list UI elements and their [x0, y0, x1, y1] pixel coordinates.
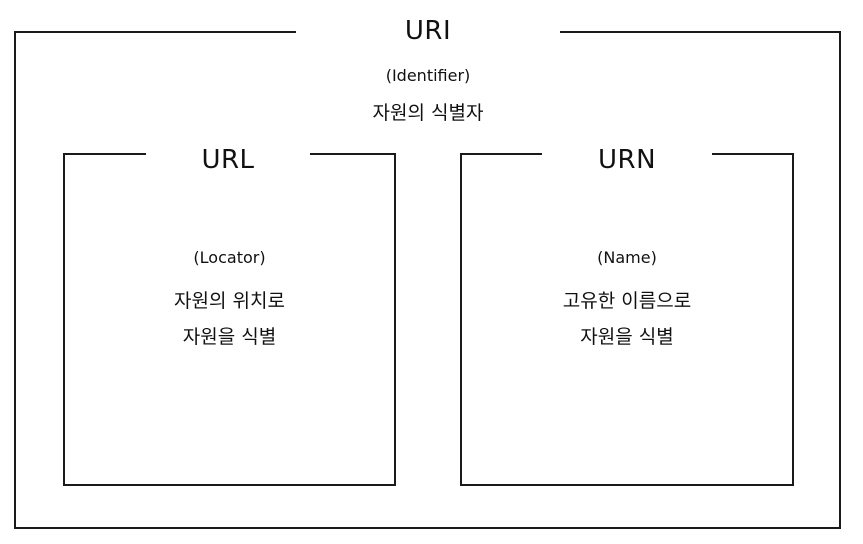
urn-description-line-1: 고유한 이름으로: [562, 290, 692, 312]
url-title: URL: [146, 138, 310, 186]
urn-box: [460, 153, 794, 486]
uri-description: 자원의 식별자: [372, 102, 484, 124]
urn-description-line-2: 자원을 식별: [580, 326, 674, 348]
uri-title: URI: [296, 14, 560, 54]
urn-subtitle: (Name): [597, 248, 657, 267]
urn-title: URN: [542, 138, 712, 186]
url-subtitle: (Locator): [193, 248, 266, 267]
url-description-line-2: 자원을 식별: [182, 326, 277, 348]
url-box: [63, 153, 396, 486]
url-description-line-1: 자원의 위치로: [174, 290, 285, 312]
uri-subtitle: (Identifier): [385, 66, 471, 85]
